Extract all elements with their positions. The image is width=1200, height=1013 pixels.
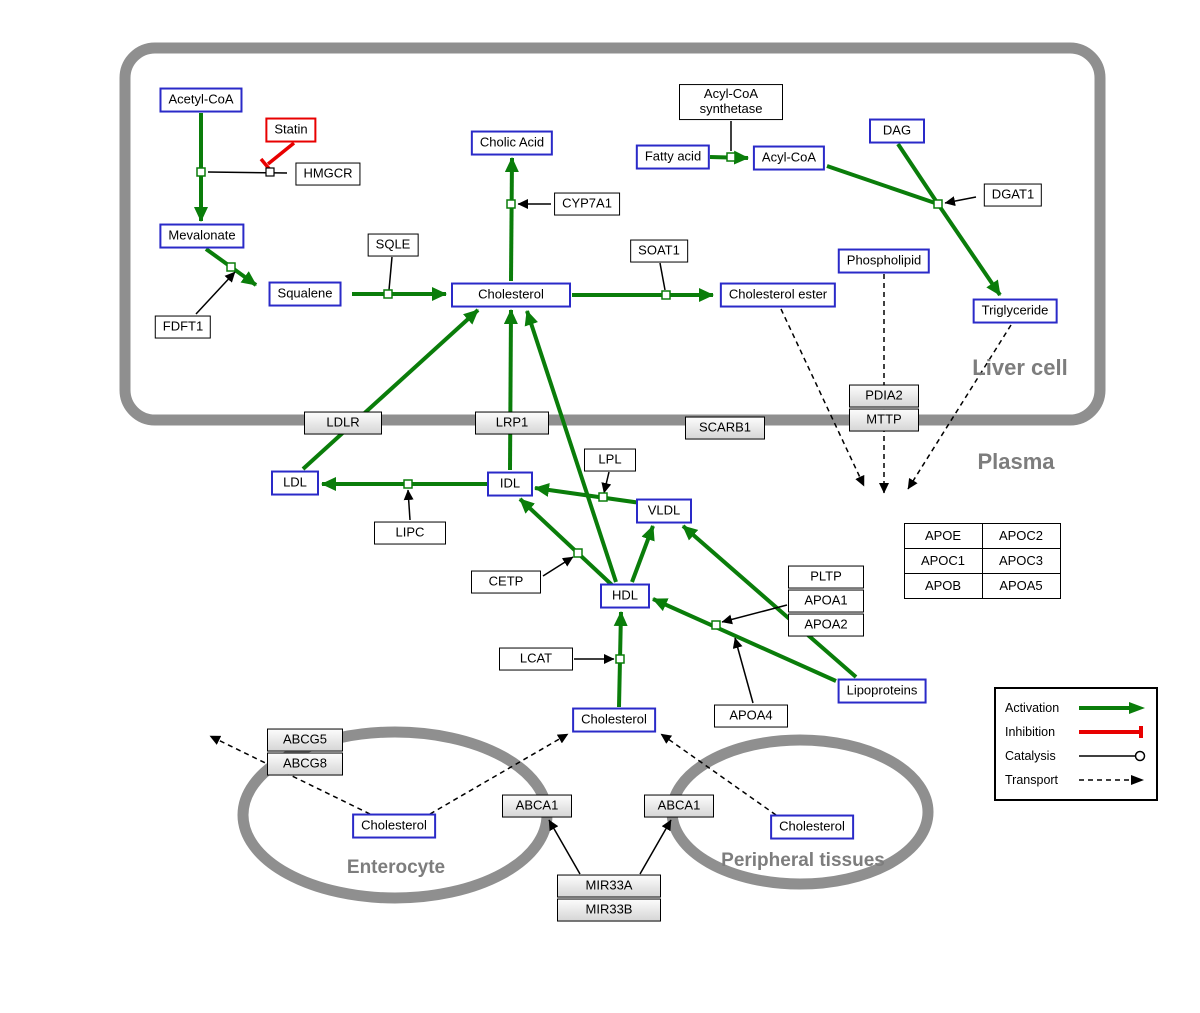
node-squalene[interactable]: Squalene (268, 281, 342, 307)
node-cyp7a1[interactable]: CYP7A1 (554, 192, 620, 216)
node-statin[interactable]: Statin (265, 117, 317, 143)
liver-cell-label: Liver cell (972, 355, 1068, 380)
node-cholesterol-plasma[interactable]: Cholesterol (572, 707, 656, 733)
node-abcg8[interactable]: ABCG8 (267, 752, 343, 776)
node-acyl-coa[interactable]: Acyl-CoA (752, 145, 826, 171)
reaction-anchors (196, 152, 943, 664)
node-lipc[interactable]: LIPC (374, 521, 446, 545)
node-hdl[interactable]: HDL (600, 583, 650, 609)
node-abcg5[interactable]: ABCG5 (267, 728, 343, 752)
apo-table-cell[interactable]: APOB (903, 572, 983, 599)
node-phospholipid[interactable]: Phospholipid (837, 248, 931, 274)
liver-cell-membrane (119, 42, 1106, 426)
catalysis-circle-icon (1079, 750, 1146, 762)
node-apoa1[interactable]: APOA1 (788, 589, 864, 613)
node-abca1-peripheral[interactable]: ABCA1 (644, 794, 714, 818)
node-cholesterol-liver[interactable]: Cholesterol (451, 282, 571, 308)
node-cholesterol-peripheral[interactable]: Cholesterol (770, 814, 854, 840)
node-fdft1[interactable]: FDFT1 (154, 315, 212, 339)
node-apoa2[interactable]: APOA2 (788, 613, 864, 637)
node-pltp[interactable]: PLTP (788, 565, 864, 589)
apo-table-cell[interactable]: APOC1 (903, 547, 983, 574)
inhibition-edges (259, 141, 296, 173)
node-fatty-acid[interactable]: Fatty acid (635, 144, 711, 170)
legend-activation-label: Activation (1005, 701, 1060, 715)
node-mttp[interactable]: MTTP (849, 408, 919, 432)
legend-inhibition-label: Inhibition (1005, 725, 1056, 739)
node-acyl-coa-synthetase[interactable]: Acyl-CoA synthetase (679, 84, 783, 120)
legend-row-catalysis: Catalysis (1005, 744, 1147, 768)
node-idl[interactable]: IDL (487, 471, 533, 497)
apo-table-cell[interactable]: APOC2 (981, 522, 1061, 549)
legend-transport-label: Transport (1005, 773, 1059, 787)
node-lcat[interactable]: LCAT (499, 647, 573, 671)
node-pdia2[interactable]: PDIA2 (849, 384, 919, 408)
apo-table-cell[interactable]: APOA5 (981, 572, 1061, 599)
legend-row-transport: Transport (1005, 768, 1147, 792)
legend: Activation Inhibition Catalysis Transpor… (994, 687, 1158, 801)
node-triglyceride[interactable]: Triglyceride (972, 298, 1058, 324)
node-vldl[interactable]: VLDL (636, 498, 692, 524)
enterocyte-label: Enterocyte (346, 857, 446, 878)
legend-catalysis-label: Catalysis (1005, 749, 1056, 763)
node-mevalonate[interactable]: Mevalonate (159, 223, 245, 249)
node-ldlr[interactable]: LDLR (304, 411, 382, 435)
transport-dashed-arrow-icon (1079, 775, 1144, 785)
node-cetp[interactable]: CETP (471, 570, 541, 594)
apolipoprotein-table: APOE APOC2 APOC1 APOC3 APOB APOA5 (903, 522, 1061, 599)
node-abca1-enterocyte[interactable]: ABCA1 (502, 794, 572, 818)
node-dgat1[interactable]: DGAT1 (983, 183, 1043, 207)
node-mir33b[interactable]: MIR33B (557, 898, 661, 922)
legend-row-activation: Activation (1005, 696, 1147, 720)
legend-row-inhibition: Inhibition (1005, 720, 1147, 744)
node-cholesterol-enterocyte[interactable]: Cholesterol (352, 813, 436, 839)
inhibition-tbar-icon (1079, 726, 1143, 738)
node-dag[interactable]: DAG (869, 118, 925, 144)
apo-table-cell[interactable]: APOE (903, 522, 983, 549)
transport-edges (209, 274, 1012, 816)
node-cholic-acid[interactable]: Cholic Acid (470, 130, 554, 156)
node-apoa4[interactable]: APOA4 (714, 704, 788, 728)
node-soat1[interactable]: SOAT1 (630, 239, 688, 263)
node-hmgcr[interactable]: HMGCR (295, 162, 361, 186)
node-acetyl-coa[interactable]: Acetyl-CoA (159, 87, 243, 113)
node-lpl[interactable]: LPL (584, 448, 636, 472)
node-cholesterol-ester[interactable]: Cholesterol ester (719, 282, 837, 308)
apo-table-cell[interactable]: APOC3 (981, 547, 1061, 574)
activation-arrow-icon (1079, 702, 1145, 714)
plasma-label: Plasma (977, 449, 1055, 474)
node-lipoproteins[interactable]: Lipoproteins (837, 678, 927, 704)
node-scarb1[interactable]: SCARB1 (685, 416, 765, 440)
node-sqle[interactable]: SQLE (367, 233, 419, 257)
node-mir33a[interactable]: MIR33A (557, 874, 661, 898)
node-lrp1[interactable]: LRP1 (475, 411, 549, 435)
node-ldl[interactable]: LDL (271, 470, 319, 496)
peripheral-tissues-label: Peripheral tissues (721, 850, 885, 871)
